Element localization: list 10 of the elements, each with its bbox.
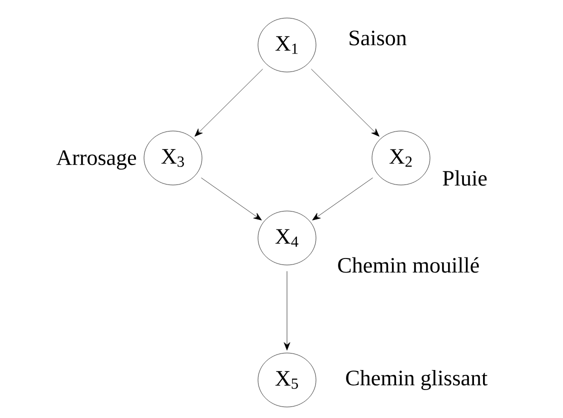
arrow bbox=[312, 178, 373, 220]
node-caption: Chemin mouillé bbox=[338, 257, 479, 273]
node-caption: Arrosage bbox=[56, 150, 136, 170]
arrow bbox=[194, 68, 263, 137]
arrow bbox=[311, 68, 380, 137]
node-caption: Saison bbox=[350, 30, 407, 46]
node-caption: Chemin glissant bbox=[346, 370, 488, 390]
arrow bbox=[284, 271, 290, 350]
node-caption: Pluie bbox=[442, 170, 487, 186]
arrow bbox=[201, 178, 262, 220]
